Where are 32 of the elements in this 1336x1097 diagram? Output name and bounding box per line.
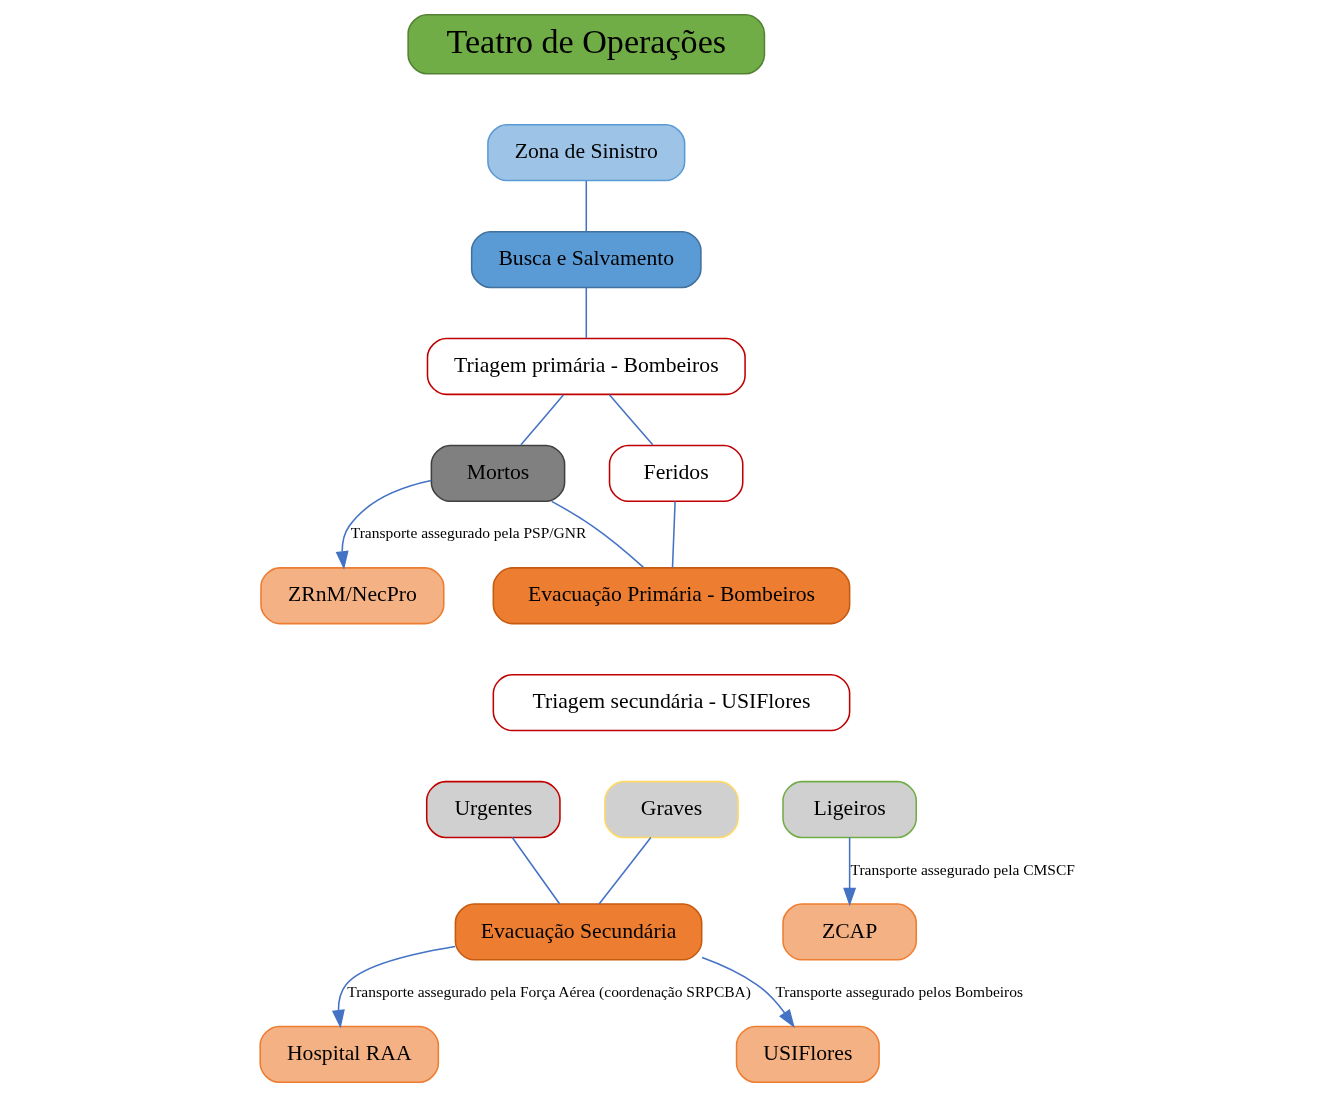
node-box: Triagem secundária - USIFlores <box>492 673 851 732</box>
node-box: Triagem primária - Bombeiros <box>426 337 746 396</box>
node-box: ZRnM/NecPro <box>260 567 445 625</box>
node-box: Evacuação Primária - Bombeiros <box>492 567 851 625</box>
node-box: Feridos <box>608 444 744 503</box>
connector <box>550 500 645 569</box>
edge-label: Transporte assegurado pelos Bombeiros <box>775 982 1023 1000</box>
node-box: Mortos <box>430 444 566 503</box>
edge-label: Transporte assegurado pela CMSCF <box>850 860 1075 878</box>
connector <box>585 287 588 339</box>
node-box: USIFlores <box>735 1025 880 1083</box>
node-box: Graves <box>604 780 739 839</box>
edge-label: Transporte assegurado pela Força Aérea (coordenação SRPCBA) <box>347 982 751 1000</box>
node-box: Hospital RAA <box>259 1025 440 1083</box>
node-box: Ligeiros <box>782 780 918 839</box>
connector <box>585 180 588 232</box>
edge-label: Transporte assegurado pela PSP/GNR <box>350 524 587 542</box>
arrow <box>331 945 456 1029</box>
node-box: Zona de Sinistro <box>487 124 686 182</box>
connector <box>671 500 676 569</box>
connector <box>511 836 561 905</box>
arrow <box>335 479 433 570</box>
arrow <box>701 956 795 1028</box>
node-box: Busca e Salvamento <box>470 230 702 289</box>
connector <box>608 393 654 446</box>
node-box: Teatro de Operações <box>407 14 766 75</box>
connector <box>598 836 652 905</box>
node-box: Evacuação Secundária <box>454 903 703 961</box>
arrow <box>843 836 857 907</box>
node-box: Urgentes <box>425 780 561 839</box>
connector <box>520 393 565 446</box>
node-box: ZCAP <box>782 903 918 961</box>
